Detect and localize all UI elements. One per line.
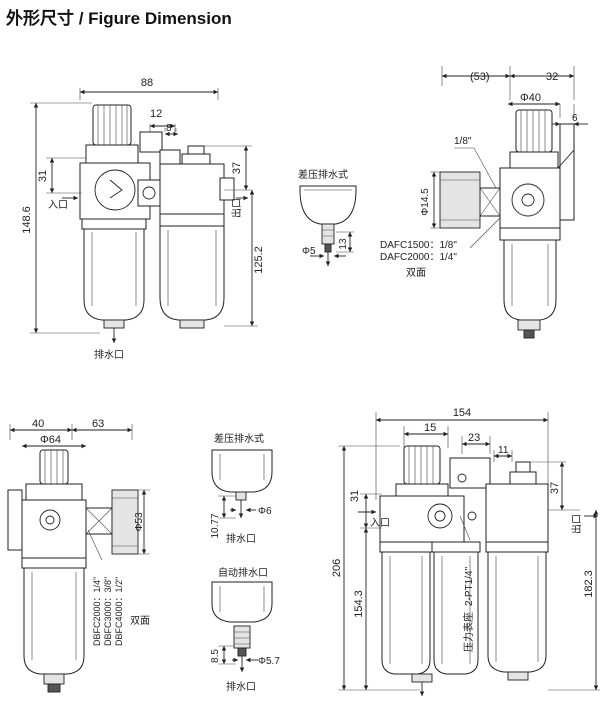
dbfc2000-label: DBFC2000：1/4": [92, 577, 102, 646]
br-dim-206: 206: [331, 559, 343, 577]
dim-148: 148.6: [21, 206, 33, 234]
br-dim-182: 182.3: [583, 570, 595, 598]
view-top-right: (53) 32 Φ40 6 Φ14.5 1/8": [380, 66, 588, 339]
bm-diff-title: 差压排水式: [214, 432, 264, 445]
view-diff-drain: 差压排水式 13 Φ5: [298, 168, 357, 266]
view-top-left: 88 12 8 148.6 31 入口 37 出口 125.2 排水口: [21, 77, 265, 361]
br-dim-37: 37: [549, 482, 561, 494]
dim-85: 8.5: [210, 649, 221, 663]
view-bottom-right: 154 15 23 11: [331, 407, 600, 696]
br-dim-23: 23: [468, 432, 480, 444]
dim-53: (53): [470, 71, 490, 83]
bl-both-sides-label: 双面: [130, 615, 150, 627]
dafc2000-label: DAFC2000：1/4": [380, 252, 457, 263]
dim-phi40: Φ40: [520, 92, 541, 104]
dim-40: 40: [32, 418, 44, 430]
dim-1077: 10.77: [210, 513, 221, 538]
view-bottom-middle: 差压排水式 10.77 Φ6 排水口 自动排水口 8.5 Φ5.7 排水口: [210, 432, 280, 693]
dim-88: 88: [141, 77, 153, 89]
dim-phi14: Φ14.5: [420, 188, 431, 216]
bm-auto-title: 自动排水口: [218, 566, 268, 579]
dim-phi64: Φ64: [40, 434, 61, 446]
br-inlet-label: 入口: [370, 518, 390, 529]
dim-phi53: Φ53: [134, 512, 145, 532]
dim-12: 12: [150, 108, 162, 120]
dim-37: 37: [231, 162, 243, 174]
dim-8: 8: [166, 123, 172, 134]
view-bottom-left: 40 63 Φ64 Φ53 DBFC2000：1/4" DBFC3000：3/8…: [7, 418, 150, 693]
dbfc3000-label: DBFC3000：3/8": [103, 577, 113, 646]
both-sides-label: 双面: [406, 267, 426, 279]
page-title: 外形尺寸 / Figure Dimension: [6, 9, 232, 28]
dbfc4000-label: DBFC4000：1/2": [114, 577, 124, 646]
dim-32: 32: [546, 71, 558, 83]
dim-phi57: Φ5.7: [258, 656, 280, 667]
br-dim-11: 11: [498, 445, 509, 456]
outlet-label: 出口: [230, 198, 243, 218]
dafc1500-label: DAFC1500：1/8": [380, 240, 457, 251]
dim-6: 6: [572, 113, 578, 124]
dim-63: 63: [92, 418, 104, 430]
dim-phi5: Φ5: [302, 246, 316, 257]
br-dim-15: 15: [424, 422, 436, 434]
bm-drain-label-1: 排水口: [226, 532, 256, 545]
br-dim-154: 154: [453, 407, 471, 419]
br-dim-31: 31: [349, 490, 361, 502]
br-outlet-label: 出口: [570, 514, 583, 534]
bm-drain-label-2: 排水口: [226, 680, 256, 693]
gauge-seat-label: 压力表座: [462, 612, 475, 652]
gauge-port-label: 2-PT1/4": [464, 566, 475, 606]
port-label: 1/8": [454, 136, 472, 147]
drain-label: 排水口: [94, 348, 124, 361]
diff-drain-title: 差压排水式: [298, 168, 348, 181]
dim-phi6: Φ6: [258, 506, 272, 517]
inlet-label: 入口: [48, 200, 68, 211]
dim-13: 13: [338, 238, 349, 250]
dim-125: 125.2: [253, 246, 265, 274]
dim-31: 31: [37, 170, 49, 182]
br-dim-154-3: 154.3: [353, 590, 365, 618]
